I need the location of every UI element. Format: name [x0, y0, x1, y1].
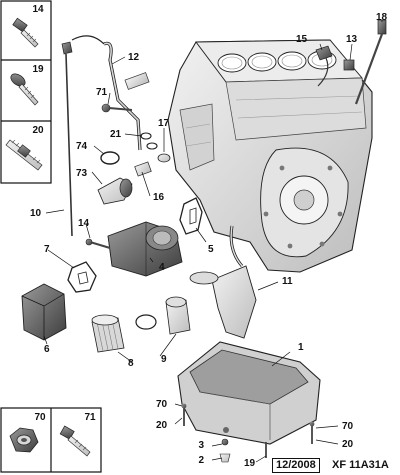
inset-nut-70-icon: [9, 427, 39, 453]
valve-16-illustration: [134, 161, 152, 177]
inset-label-70: 70: [34, 412, 46, 423]
callout-16: 16: [153, 192, 165, 203]
heat-exchanger-illustration: [21, 283, 67, 341]
filter-cartridge-illustration: [91, 314, 125, 353]
callout-10: 10: [30, 208, 42, 219]
gasket-7-illustration: [67, 261, 97, 293]
dipstick-illustration: [61, 41, 73, 237]
callout-14: 14: [78, 218, 90, 229]
filter-cap-illustration: [135, 296, 191, 335]
inset-stud-20-icon: [5, 139, 43, 171]
side-inset-panel: 14 19 20: [0, 0, 52, 184]
oil-pan-illustration: [177, 341, 321, 445]
callout-20b: 20: [342, 439, 354, 450]
callout-4: 4: [159, 262, 165, 273]
callout-20: 20: [156, 420, 168, 431]
callout-19: 19: [244, 458, 256, 469]
footer-date: 12/2008: [272, 458, 320, 473]
dipstick-tube-illustration: [71, 35, 150, 151]
inset-bolt-71-icon: [59, 425, 91, 457]
seal-74-illustration: [100, 151, 120, 165]
callout-11: 11: [282, 276, 293, 287]
callout-5: 5: [208, 244, 214, 255]
callout-12: 12: [128, 52, 140, 63]
plug-13-illustration: [343, 59, 355, 71]
leader-lines: [43, 20, 383, 463]
callout-13: 13: [346, 34, 358, 45]
callout-70b: 70: [342, 421, 354, 432]
callout-18: 18: [376, 12, 388, 23]
pan-fasteners-illustration: [181, 403, 315, 463]
seal-21-illustration: [140, 132, 158, 150]
oil-pump-illustration: [189, 225, 257, 339]
callout-71: 71: [96, 87, 108, 98]
callout-70: 70: [156, 399, 168, 410]
bolt-71-illustration: [101, 103, 133, 113]
inset-label-19: 19: [32, 64, 44, 75]
callout-2: 2: [198, 455, 204, 466]
callout-1: 1: [298, 342, 304, 353]
footer-reference-code: XF 11A31A: [332, 459, 389, 471]
callout-6: 6: [44, 344, 50, 355]
filter-housing-illustration: [107, 221, 183, 277]
callout-21: 21: [110, 129, 122, 140]
engine-block-illustration: [167, 39, 373, 273]
plug-17-illustration: [157, 153, 171, 163]
inset-bolt-14-icon: [12, 17, 39, 48]
inset-screw-19-icon: [10, 73, 39, 106]
callout-17: 17: [158, 118, 170, 129]
inset-label-14: 14: [32, 4, 44, 15]
callout-8: 8: [128, 358, 134, 369]
callout-3: 3: [198, 440, 204, 451]
inset-label-71: 71: [84, 412, 96, 423]
callout-labels: 1 2 3 4 5 6 7 8 9 10 11 12 13 14 15 16 1…: [30, 12, 388, 469]
callout-73: 73: [76, 168, 88, 179]
callout-74: 74: [76, 141, 88, 152]
sensor-15-illustration: [315, 45, 333, 87]
callout-7: 7: [44, 244, 50, 255]
callout-9: 9: [161, 354, 167, 365]
bottom-inset-panel: 70 71: [0, 407, 102, 473]
inset-label-20: 20: [32, 125, 44, 136]
callout-15: 15: [296, 34, 308, 45]
oil-jet-73-illustration: [97, 177, 133, 205]
gasket-5-illustration: [179, 197, 203, 235]
bolt-14-illustration: [85, 238, 111, 249]
